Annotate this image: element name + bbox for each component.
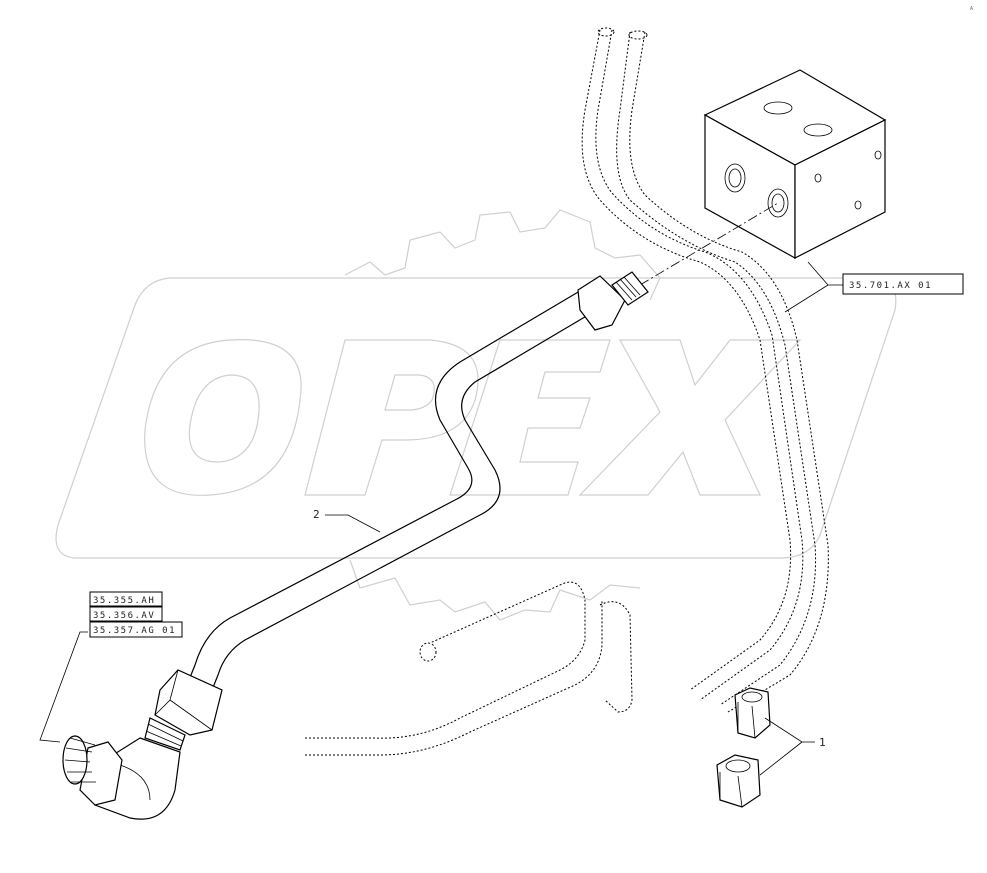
leader-elbow-ref <box>39 631 88 743</box>
alignment-line <box>639 202 779 286</box>
valve-side-hole-2 <box>854 200 862 210</box>
tube-upper-thread-lines <box>615 276 641 301</box>
elbow-hex <box>79 741 123 806</box>
elbow-ref-box-2[interactable] <box>89 606 163 622</box>
hydraulic-tube <box>144 271 649 751</box>
watermark-letter-e <box>449 339 611 496</box>
ghost-hose-d <box>599 601 633 713</box>
leader-valve-ref <box>784 261 843 313</box>
valve-reference-label: 35.701.AX 01 <box>849 281 932 291</box>
elbow-ref-box-3[interactable] <box>89 621 183 638</box>
sheet-mark: A <box>970 6 973 12</box>
tube-upper-nut <box>577 275 626 331</box>
nut-1-edges <box>737 702 756 739</box>
valve-side-hole-1 <box>814 173 822 183</box>
valve-port-front-2 <box>767 188 789 218</box>
watermark-letter-o <box>144 339 302 496</box>
callout-item-2: 2 <box>313 508 320 521</box>
elbow-ref-box-1[interactable] <box>89 591 163 607</box>
ghost-hose-c <box>305 581 586 739</box>
elbow-body-curve <box>119 764 151 801</box>
callout-item-1: 1 <box>819 736 826 749</box>
ghost-hoses <box>305 27 829 756</box>
watermark-plate <box>55 277 897 559</box>
tube-edge-upper <box>184 284 591 691</box>
elbow-ref-label-3: 35.357.AG 01 <box>93 626 176 636</box>
ghost-hose-a-inner <box>595 29 804 701</box>
valve-block-side-face <box>794 119 886 259</box>
valve-port-top-1 <box>763 101 793 115</box>
valve-port-front-1-inner <box>728 168 742 188</box>
valve-block <box>639 69 887 286</box>
valve-side-hole-3 <box>874 150 882 160</box>
elbow-ref-label-2: 35.356.AV <box>93 611 155 621</box>
nut-1-bore <box>741 691 763 703</box>
tube-edge-lower <box>209 307 601 696</box>
leader-item-2 <box>325 514 381 533</box>
valve-port-front-1 <box>724 163 746 193</box>
ghost-hose-c-end <box>419 642 437 662</box>
ghost-hose-c-inner <box>305 600 603 756</box>
ghost-hose-a-end <box>597 27 615 37</box>
ghost-hose-b <box>616 31 817 706</box>
tube-lower-collar-ribs <box>145 723 184 747</box>
nut-2-bore <box>725 759 751 773</box>
elbow-fitting <box>62 735 181 820</box>
leader-lines <box>39 261 843 776</box>
nut-2-edges <box>719 772 743 808</box>
watermark-letter-x <box>578 339 802 496</box>
leader-item-1 <box>759 717 815 776</box>
ghost-hose-b-end <box>628 30 648 40</box>
opex-watermark <box>55 209 897 621</box>
elbow-reference-stack: 35.355.AH 35.356.AV 35.357.AG 01 <box>89 591 183 638</box>
valve-port-top-2 <box>803 123 833 137</box>
valve-reference-box[interactable]: 35.701.AX 01 <box>842 273 964 295</box>
tube-lower-nut-edges <box>154 669 213 731</box>
watermark-gear-bottom <box>349 559 641 621</box>
elbow-thread-lines <box>64 737 96 783</box>
loose-nuts <box>716 687 771 808</box>
ghost-hose-b-inner <box>629 31 829 713</box>
valve-port-front-2-inner <box>771 193 785 213</box>
watermark-letter-p <box>304 339 479 496</box>
elbow-ref-label-1: 35.355.AH <box>93 596 155 606</box>
watermark-gear <box>344 209 661 301</box>
